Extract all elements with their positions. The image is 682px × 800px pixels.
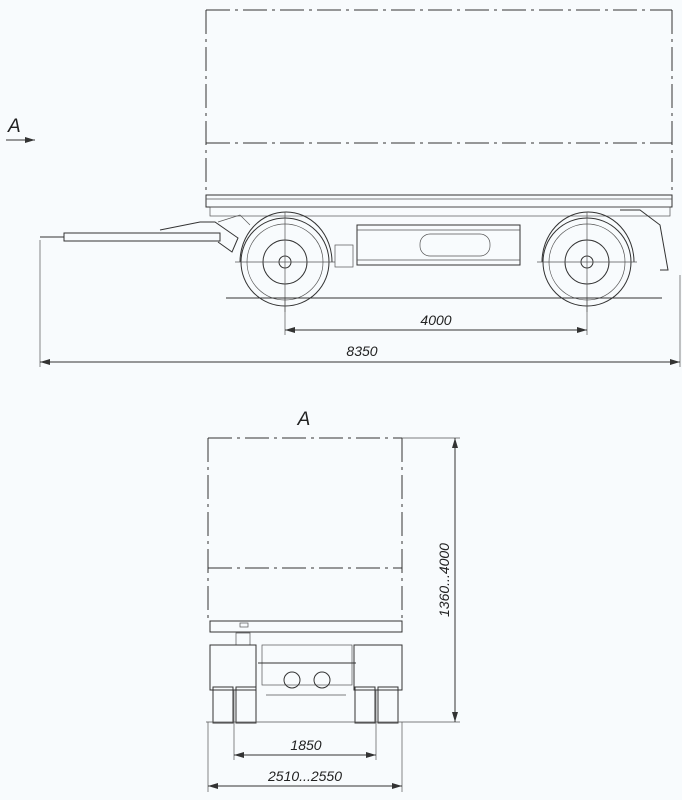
front-view-title: A [297,409,311,430]
height-label: 1360...4000 [436,543,452,617]
wheelbase-dimension [284,298,588,335]
side-view: A [6,9,681,367]
width-dimension [207,722,403,792]
front-wheels [212,686,399,724]
front-wheel [235,211,335,312]
track-dimension [233,690,377,760]
wheelbase-label: 4000 [420,312,451,328]
view-marker-label: A [7,116,21,137]
front-view: A [206,409,460,792]
track-label: 1850 [290,737,321,753]
width-label: 2510...2550 [267,768,342,784]
drawbar [40,214,251,253]
rear-wheel [537,211,637,312]
chassis-frame [334,209,669,271]
overall-length-label: 8350 [346,343,377,359]
axle-assembly [258,644,356,696]
height-dimension [402,437,460,722]
cargo-body-outline [205,9,673,217]
front-body-outline [207,437,403,646]
overall-length-dimension [39,240,681,367]
front-fenders [209,644,403,691]
